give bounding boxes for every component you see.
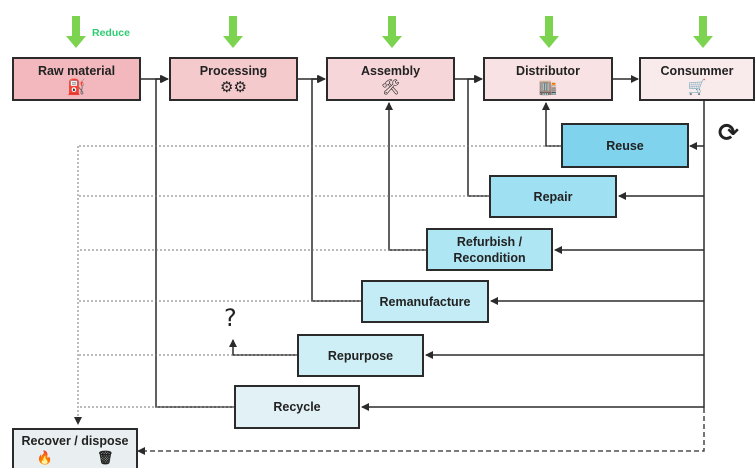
recycle-return-line xyxy=(155,75,234,408)
loop-label: Repair xyxy=(533,189,573,204)
stage-processing: Processing ⚙⚙ xyxy=(169,57,298,101)
loop-label-line1: Refurbish / xyxy=(456,234,523,249)
stage-label: Distributor xyxy=(516,64,580,78)
loop-reuse: Reuse xyxy=(561,123,689,168)
reuse-return-line xyxy=(542,102,561,147)
trash-icon: 🗑 xyxy=(96,450,114,465)
dashed-consumer-to-dispose xyxy=(137,408,705,455)
green-down-arrow-icon xyxy=(223,16,243,48)
green-down-arrow-icon xyxy=(66,16,86,48)
loop-label: Recycle xyxy=(273,400,321,414)
loop-recycle: Recycle xyxy=(234,385,360,429)
green-down-arrow-icon xyxy=(693,16,713,48)
loop-refurbish: Refurbish / Recondition xyxy=(426,228,553,271)
loop-label: Repurpose xyxy=(327,348,394,363)
recover-dispose-box: Recover / dispose 🔥 🗑 xyxy=(12,428,138,468)
cycle-icon: ⟳ xyxy=(718,118,739,147)
flame-icon: 🔥 xyxy=(36,450,53,465)
tools-icon: 🛠 xyxy=(380,79,401,96)
oil-pump-icon: ⛽ xyxy=(67,79,86,96)
reduce-arrows xyxy=(66,16,713,48)
loop-label: Remanufacture xyxy=(379,294,471,309)
stage-label: Assembly xyxy=(360,64,421,78)
stage-consumer: Consummer 🛒 xyxy=(639,57,755,101)
reduce-label: Reduce xyxy=(92,27,130,39)
loop-repair: Repair xyxy=(489,175,617,218)
question-mark: ? xyxy=(224,304,237,332)
refurbish-return-line xyxy=(385,102,426,251)
stage-raw-material: Raw material ⛽ xyxy=(12,57,141,101)
loop-repurpose: Repurpose xyxy=(297,334,424,377)
stage-distributor: Distributor 🏬 xyxy=(483,57,613,101)
shopping-cart-icon: 🛒 xyxy=(687,79,707,96)
gears-icon: ⚙⚙ xyxy=(220,79,247,96)
green-down-arrow-icon xyxy=(382,16,402,48)
stage-label: Processing xyxy=(199,64,268,78)
repurpose-return-line xyxy=(229,339,297,356)
green-down-arrow-icon xyxy=(539,16,559,48)
stage-label: Consummer xyxy=(660,64,734,78)
loop-remanufacture: Remanufacture xyxy=(361,280,489,323)
stage-label: Raw material xyxy=(37,64,116,78)
remanufacture-return-line xyxy=(311,75,361,302)
loop-label: Reuse xyxy=(606,138,644,153)
stage-assembly: Assembly 🛠 xyxy=(326,57,455,101)
repair-return-line xyxy=(467,75,489,197)
loop-label-line2: Recondition xyxy=(453,250,526,265)
recover-label: Recover / dispose xyxy=(21,434,129,448)
warehouse-icon: 🏬 xyxy=(538,79,558,96)
